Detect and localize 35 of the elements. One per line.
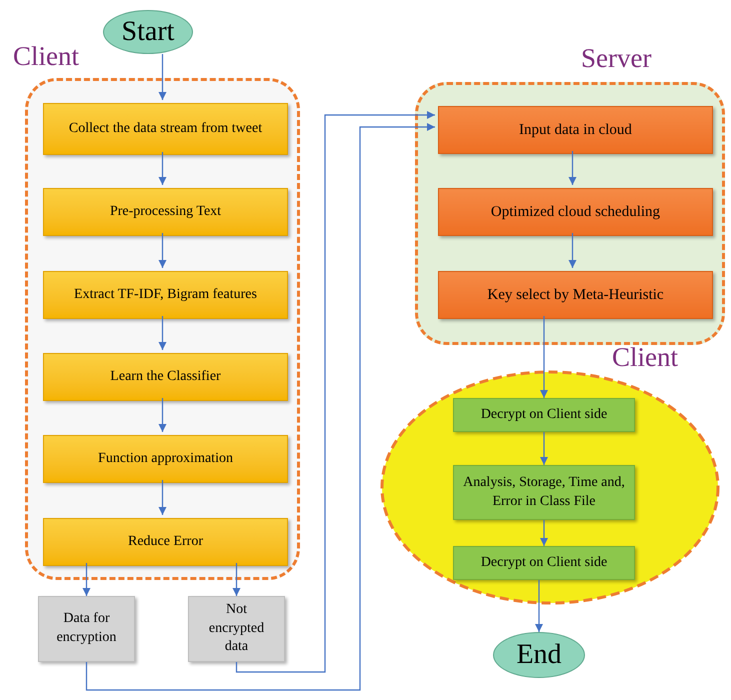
terminal-ellipse: End	[493, 632, 585, 678]
arrow	[232, 563, 240, 596]
arrow	[540, 520, 548, 546]
arrow	[158, 398, 166, 432]
arrow	[236, 111, 435, 673]
arrow	[540, 316, 548, 398]
arrow	[158, 152, 166, 185]
arrow	[535, 580, 543, 632]
group-heading: Client	[13, 43, 79, 70]
terminal-ellipse: Start	[103, 10, 193, 54]
data-box: Not encrypted data	[188, 596, 285, 662]
process-box: Analysis, Storage, Time and, Error in Class File	[453, 465, 635, 520]
group-heading: Client	[612, 344, 678, 371]
process-box: Input data in cloud	[438, 106, 713, 154]
arrow	[158, 316, 166, 350]
arrow	[158, 54, 166, 100]
arrow	[158, 480, 166, 515]
process-box: Decrypt on Client side	[453, 398, 635, 432]
arrow	[540, 432, 548, 465]
arrow	[158, 233, 166, 268]
process-box: Decrypt on Client side	[453, 546, 635, 580]
arrow	[86, 123, 435, 691]
data-box: Data for encryption	[38, 596, 135, 662]
process-box: Extract TF-IDF, Bigram features	[43, 271, 288, 319]
process-box: Optimized cloud scheduling	[438, 188, 713, 236]
process-box: Pre-processing Text	[43, 188, 288, 236]
process-box: Reduce Error	[43, 518, 288, 566]
arrow	[568, 233, 576, 268]
process-box: Function approximation	[43, 435, 288, 483]
arrow	[82, 563, 90, 596]
arrow	[568, 151, 576, 185]
process-box: Collect the data stream from tweet	[43, 103, 288, 155]
process-box: Key select by Meta-Heuristic	[438, 271, 713, 319]
group-heading: Server	[581, 45, 652, 72]
process-box: Learn the Classifier	[43, 353, 288, 401]
